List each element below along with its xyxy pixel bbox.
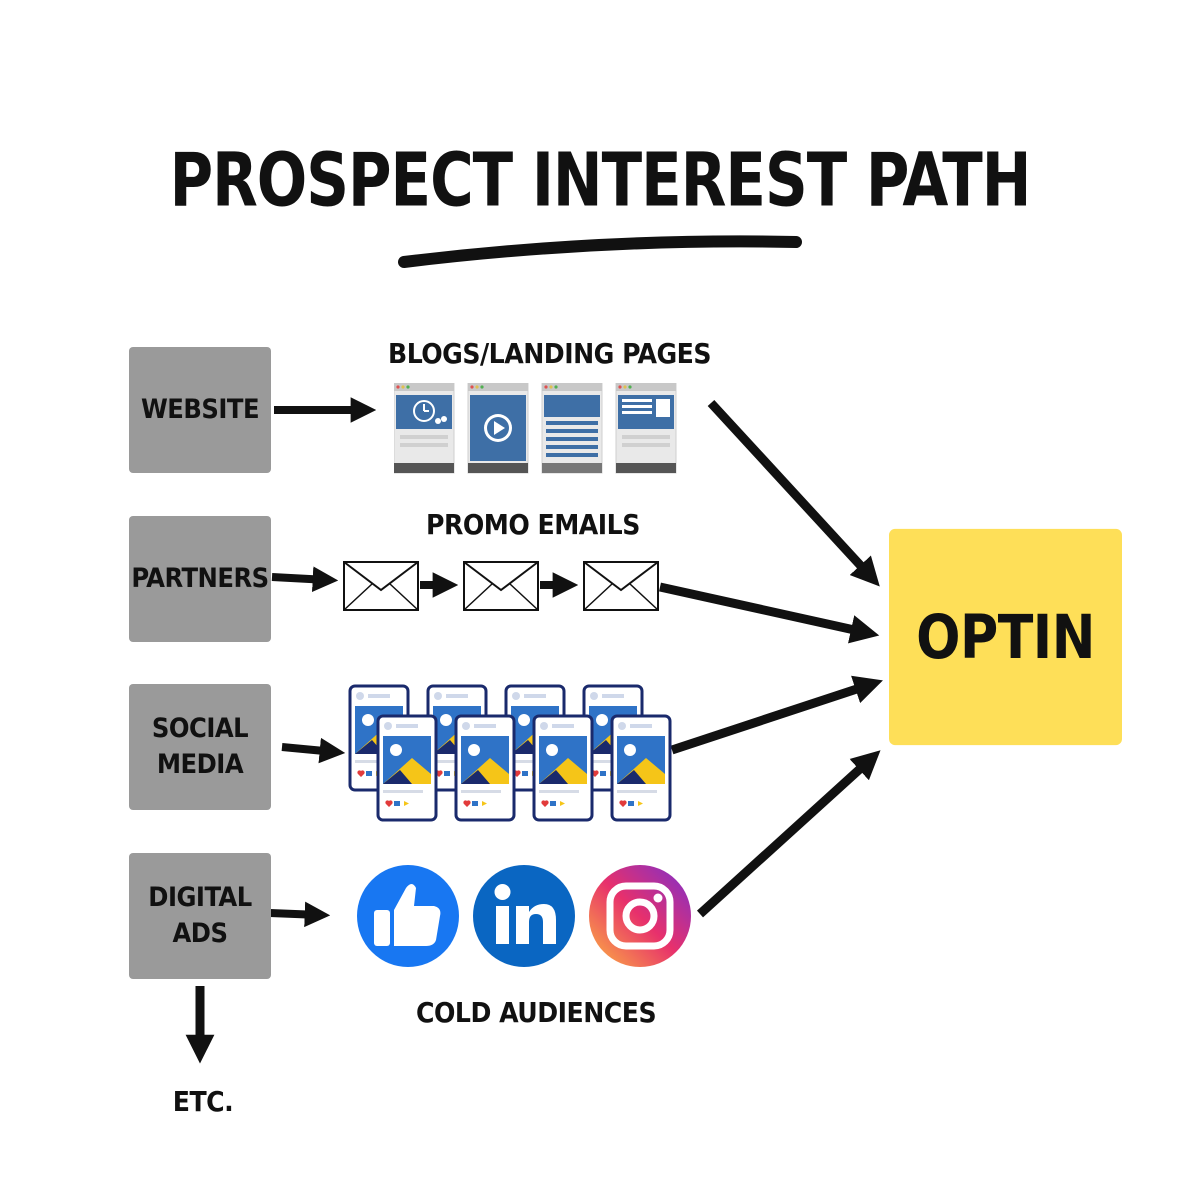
social-post-icon	[376, 714, 438, 822]
social-post-icon	[454, 714, 516, 822]
channel-blogs-label: BLOGS/LANDING PAGES	[388, 337, 712, 370]
envelope-icon	[463, 561, 539, 611]
arrow-emails-to-optin	[659, 582, 880, 644]
source-social-label-line2: MEDIA	[156, 749, 244, 780]
envelope-icon	[583, 561, 659, 611]
social-posts-group	[348, 684, 672, 822]
source-social-media-box: SOCIAL MEDIA	[129, 684, 271, 810]
optin-box: OPTIN	[889, 528, 1122, 746]
source-digital-ads-box: DIGITAL ADS	[129, 853, 271, 979]
social-post-icon	[610, 714, 672, 822]
instagram-icon	[589, 865, 691, 967]
arrow-social-to-posts	[281, 737, 346, 764]
facebook-like-icon	[357, 865, 459, 967]
page-title: PROSPECT INTEREST PATH	[169, 137, 1032, 224]
etc-label: ETC.	[172, 1085, 234, 1118]
social-post-icon	[532, 714, 594, 822]
landing-page-icon	[615, 383, 677, 474]
landing-pages-group	[394, 383, 677, 474]
arrow-posts-to-optin	[670, 675, 883, 755]
source-partners-label: PARTNERS	[131, 563, 269, 594]
landing-page-icon	[394, 383, 455, 474]
arrow-ads-to-cold	[269, 901, 331, 928]
arrow-partners-to-emails	[271, 566, 339, 592]
source-website-label: WEBSITE	[140, 394, 260, 425]
source-partners-box: PARTNERS	[129, 516, 271, 642]
source-website-box: WEBSITE	[129, 347, 271, 473]
optin-label: OPTIN	[916, 601, 1095, 673]
envelope-icon	[343, 561, 419, 611]
arrow-cold-to-optin	[696, 750, 881, 918]
channel-promo-label: PROMO EMAILS	[426, 508, 640, 541]
title-underline	[398, 235, 802, 268]
cold-audience-logos	[357, 865, 691, 967]
arrow-blogs-to-optin	[707, 399, 880, 587]
landing-page-icon	[541, 383, 603, 474]
source-ads-label-line1: DIGITAL	[148, 882, 252, 913]
linkedin-icon	[473, 865, 575, 967]
landing-page-icon	[467, 383, 529, 474]
source-ads-label-line2: ADS	[172, 918, 228, 949]
channel-cold-label: COLD AUDIENCES	[416, 996, 657, 1029]
source-social-label-line1: SOCIAL	[151, 713, 249, 744]
promo-emails-group	[343, 561, 659, 611]
